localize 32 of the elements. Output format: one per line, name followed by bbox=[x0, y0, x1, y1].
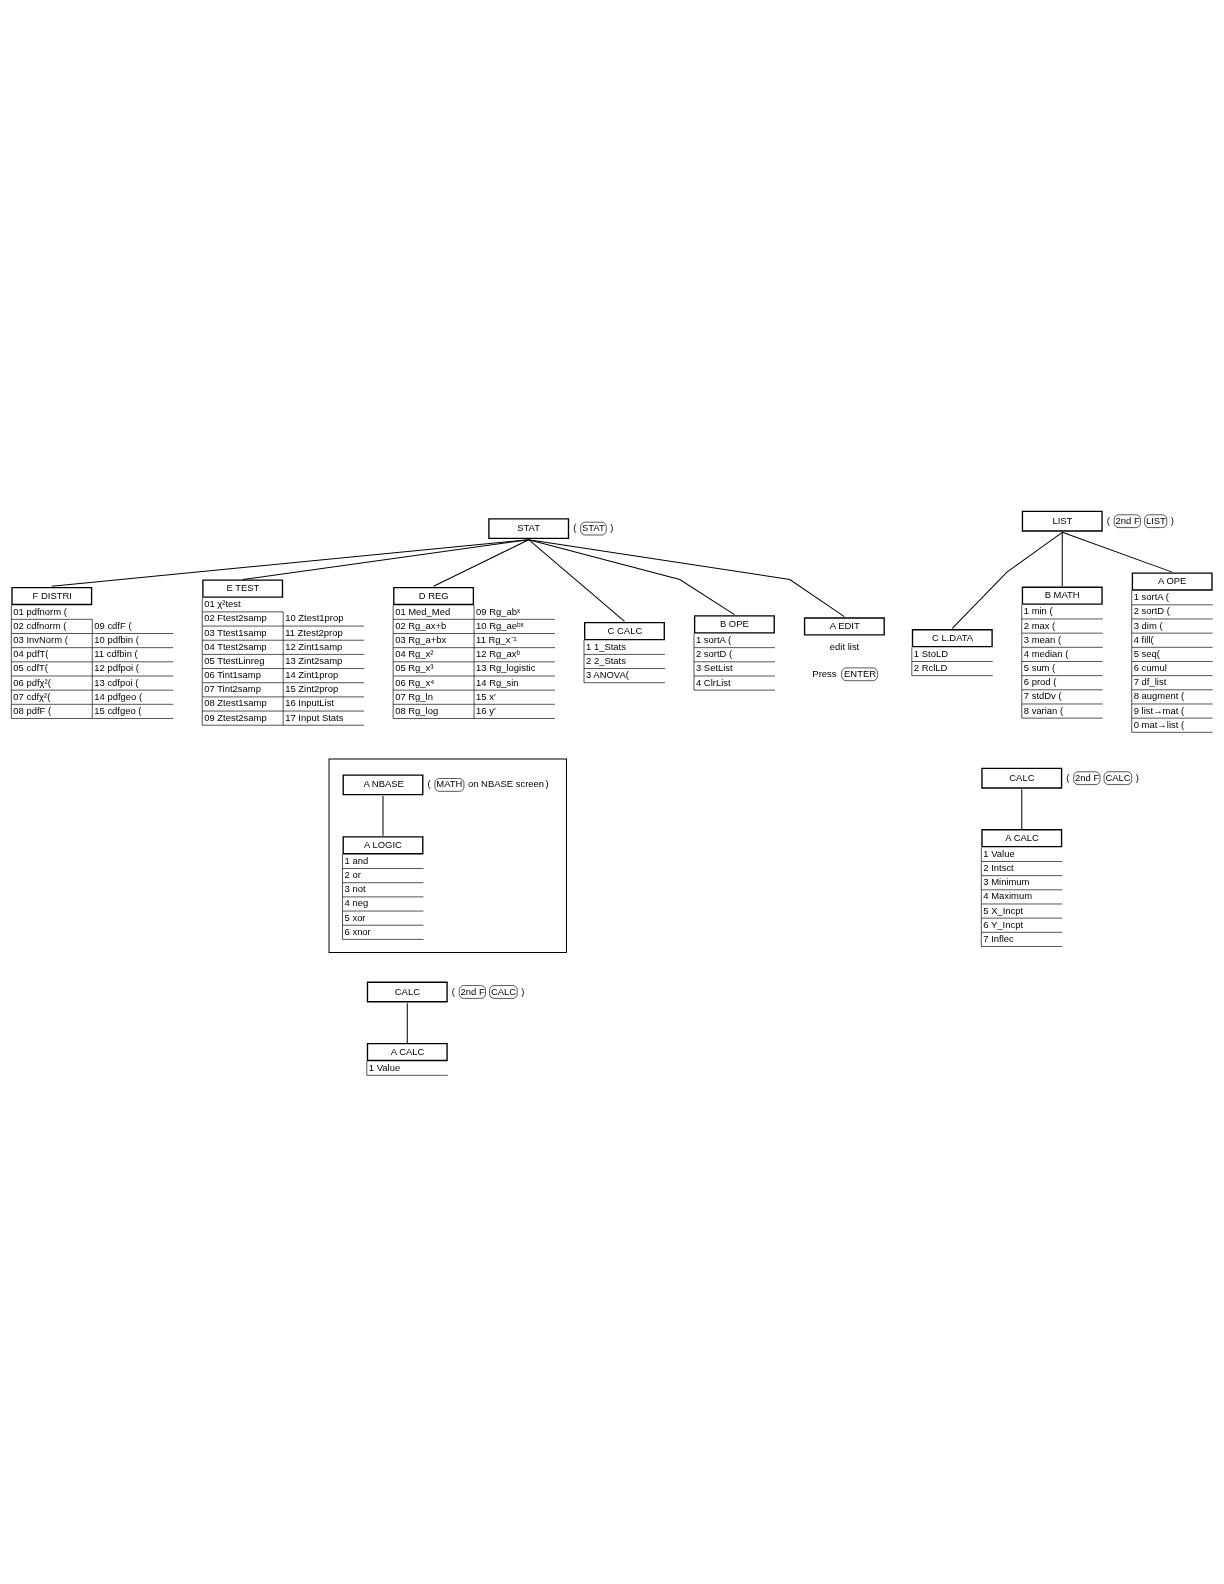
node-label: ) bbox=[545, 778, 549, 790]
node-label: ) bbox=[1170, 514, 1174, 526]
node-label: ( bbox=[573, 522, 577, 534]
connector bbox=[406, 1002, 408, 1044]
node-label: ( bbox=[1066, 771, 1070, 783]
node-label: MATH bbox=[436, 778, 463, 790]
connector bbox=[242, 539, 530, 581]
node-label: ( bbox=[451, 985, 455, 997]
node-label: CALC bbox=[1105, 771, 1131, 783]
connector bbox=[1021, 788, 1023, 830]
connector bbox=[1061, 531, 1173, 573]
connector bbox=[951, 531, 1063, 629]
connector bbox=[528, 539, 845, 618]
node-label: 2nd F bbox=[460, 985, 485, 997]
node-label: ( bbox=[1106, 514, 1110, 526]
connector bbox=[528, 539, 625, 622]
node-label: on NBASE screen bbox=[467, 778, 545, 790]
node-label: 2nd F bbox=[1115, 514, 1140, 526]
node-label: ) bbox=[1135, 771, 1139, 783]
connector bbox=[1061, 531, 1063, 587]
node-label: CALC bbox=[490, 985, 517, 997]
node-label: ( bbox=[427, 778, 431, 790]
node-label: LIST bbox=[1145, 514, 1166, 526]
connector bbox=[528, 539, 735, 616]
node-label: 2nd F bbox=[1075, 771, 1100, 783]
node-label: ) bbox=[610, 522, 614, 534]
node-label: ) bbox=[521, 985, 525, 997]
cluster bbox=[328, 758, 567, 954]
connector bbox=[51, 539, 530, 587]
connector bbox=[433, 539, 530, 587]
connector bbox=[382, 795, 384, 837]
node-label: STAT bbox=[581, 522, 605, 534]
